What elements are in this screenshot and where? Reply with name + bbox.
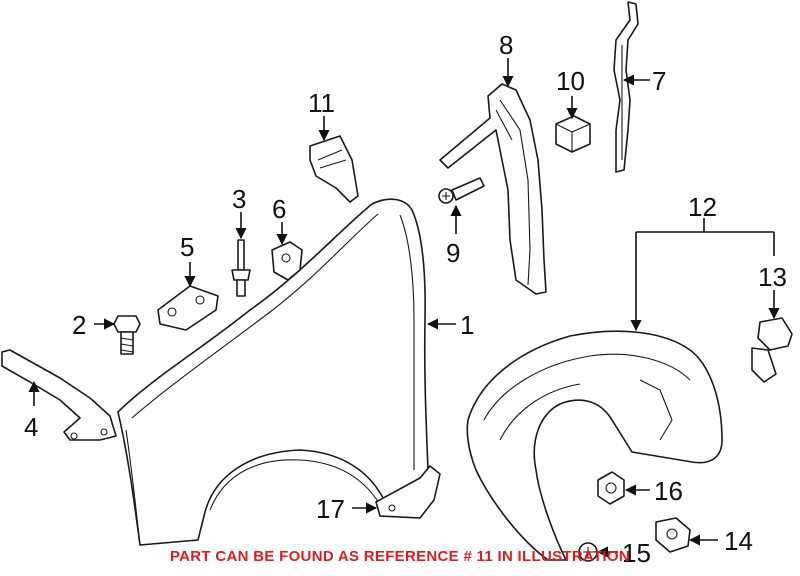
fender-liner-part [466,330,723,561]
pillar-trim-part [439,83,547,295]
callout-4: 4 [24,412,38,442]
liner-clip-part [751,317,793,383]
callout-14: 14 [724,526,753,556]
nut-part [597,471,625,505]
bracket-17-part [375,465,441,519]
callout-3: 3 [232,184,246,214]
callout-7: 7 [652,66,666,96]
callout-10: 10 [556,66,585,96]
leader-lines [28,58,780,558]
callout-8: 8 [499,30,513,60]
lower-bracket-part [1,349,117,441]
callout-labels: 1 2 3 4 5 6 7 8 9 10 11 12 13 14 15 16 1… [24,30,787,568]
callout-5: 5 [180,232,194,262]
fender-part [117,198,429,546]
callout-17: 17 [316,494,345,524]
callout-9: 9 [446,238,460,268]
callout-13: 13 [758,262,787,292]
callout-1: 1 [460,310,474,340]
bolt-part [113,315,141,355]
retainer-part [655,517,691,553]
screw-part [438,177,485,204]
clip-bracket-part [271,241,303,281]
callout-11: 11 [308,88,335,118]
callout-2: 2 [72,310,86,340]
stud-bolt-part [231,239,251,297]
seal-strip-part [613,1,639,173]
callout-15: 15 [622,538,651,568]
callout-12: 12 [688,192,717,222]
insulator-pad-part [309,135,359,203]
leader-12 [636,218,774,233]
reference-note: PART CAN BE FOUND AS REFERENCE # 11 IN I… [169,548,631,565]
bracket-part [157,285,219,331]
clip-nut-part [555,115,591,153]
callout-6: 6 [272,194,286,224]
callout-16: 16 [654,476,683,506]
